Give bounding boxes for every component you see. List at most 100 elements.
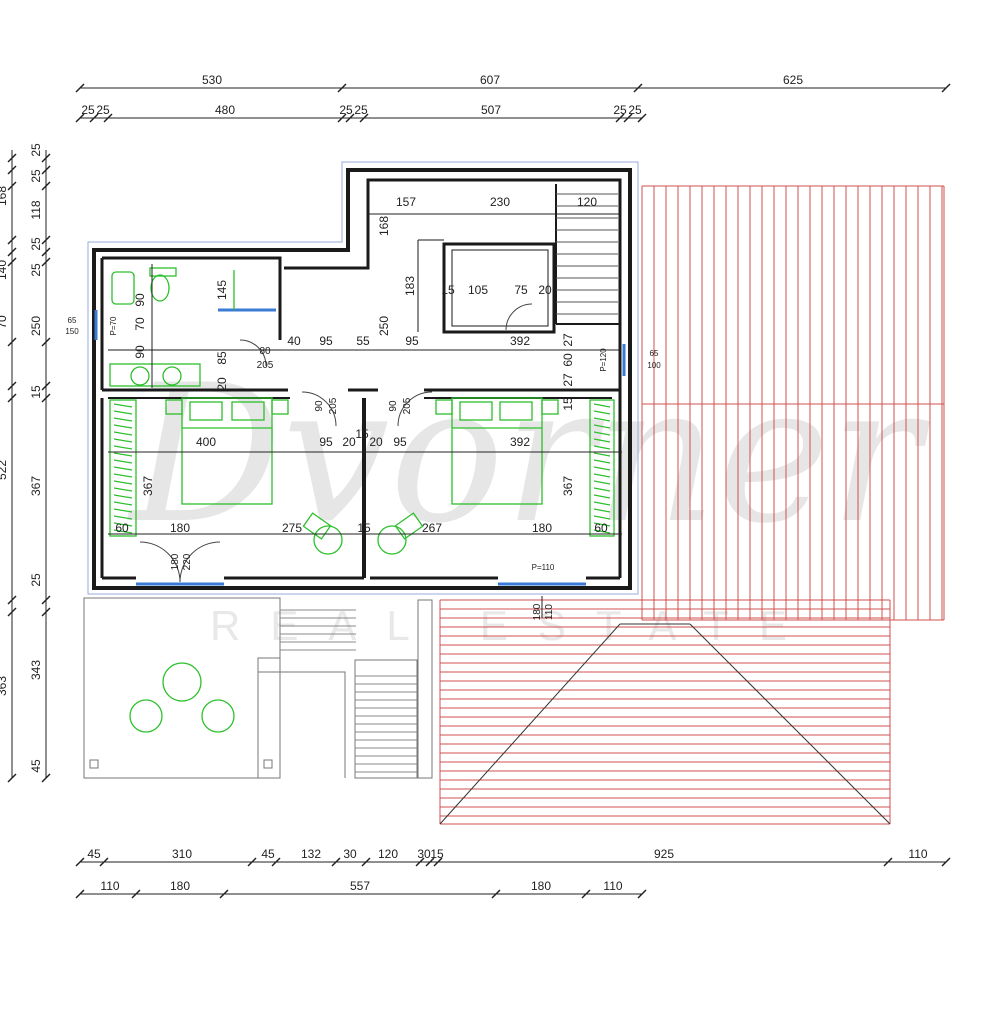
dim-b2-5: 110 bbox=[603, 879, 622, 893]
hanger bbox=[113, 508, 133, 513]
dimension-tick bbox=[359, 113, 369, 123]
dimension-tick bbox=[7, 607, 17, 617]
hanger bbox=[593, 417, 611, 422]
win-l-65: 65 bbox=[68, 316, 77, 325]
hanger bbox=[113, 515, 133, 520]
hanger bbox=[593, 466, 611, 471]
hanger bbox=[593, 473, 611, 478]
dimension-tick bbox=[271, 857, 281, 867]
hanger bbox=[113, 522, 133, 527]
dim-bl-20: 20 bbox=[342, 435, 356, 449]
dim-ti-5: 25 bbox=[354, 103, 368, 117]
dim-b1-9: 925 bbox=[654, 847, 674, 861]
dim-bath-70: 70 bbox=[133, 317, 147, 331]
interior-stairs bbox=[556, 193, 618, 315]
dim-l-8: 70 bbox=[0, 315, 9, 329]
dim-bl-275: 275 bbox=[282, 521, 302, 535]
terrace bbox=[83, 597, 433, 779]
dim-cor-205: 205 bbox=[257, 360, 274, 371]
dim-l-10: 15 bbox=[29, 385, 43, 399]
dim-br-392: 392 bbox=[510, 435, 530, 449]
dim-bl-60: 60 bbox=[115, 521, 129, 535]
dim-door-r-205: 205 bbox=[402, 397, 413, 414]
dim-l-7: 140 bbox=[0, 260, 9, 280]
dim-l-6: 25 bbox=[29, 263, 43, 277]
hanger bbox=[593, 515, 611, 520]
dim-b1-4: 132 bbox=[301, 847, 321, 861]
dim-l-16: 45 bbox=[29, 759, 43, 773]
dim-ti-7: 25 bbox=[613, 103, 627, 117]
dim-cor-95a: 95 bbox=[319, 334, 333, 348]
watermark-script: Dvorner bbox=[127, 344, 931, 565]
dim-ti-1: 25 bbox=[81, 103, 95, 117]
win-b-p110: P=110 bbox=[532, 563, 555, 572]
dimension-tick bbox=[41, 773, 51, 783]
dimension-tick bbox=[41, 381, 51, 391]
hanger bbox=[593, 480, 611, 485]
dim-cor-27a: 27 bbox=[561, 333, 575, 347]
hanger bbox=[113, 445, 133, 450]
dim-b2-4: 180 bbox=[531, 879, 551, 893]
hanger bbox=[113, 529, 133, 534]
dimension-tick bbox=[41, 393, 51, 403]
dim-cor-60: 60 bbox=[561, 353, 575, 367]
dimension-tick bbox=[633, 83, 643, 93]
dim-cor-80: 80 bbox=[259, 346, 271, 357]
dim-top-2: 607 bbox=[480, 73, 500, 87]
dim-br-180: 180 bbox=[532, 521, 552, 535]
dimension-tick bbox=[331, 857, 341, 867]
dimension-tick bbox=[7, 595, 17, 605]
dim-cor-40: 40 bbox=[287, 334, 301, 348]
dim-b1-3: 45 bbox=[261, 847, 275, 861]
dim-br-15: 15 bbox=[355, 427, 369, 441]
hanger bbox=[593, 522, 611, 527]
wardrobe-hangers bbox=[113, 403, 611, 534]
hanger bbox=[113, 410, 133, 415]
roof-hip bbox=[689, 623, 891, 825]
dimension-tick bbox=[41, 247, 51, 257]
dimension-tick bbox=[75, 83, 85, 93]
dimension-tick bbox=[41, 153, 51, 163]
dimension-tick bbox=[75, 857, 85, 867]
dim-top-3: 625 bbox=[783, 73, 803, 87]
hanger bbox=[113, 494, 133, 499]
dimension-ticks bbox=[7, 83, 951, 899]
dim-br-95: 95 bbox=[393, 435, 407, 449]
dim-l-9: 250 bbox=[29, 316, 43, 336]
dim-b2-3: 557 bbox=[350, 879, 370, 893]
hanger bbox=[113, 466, 133, 471]
dim-b1-5: 30 bbox=[343, 847, 357, 861]
dimension-tick bbox=[99, 857, 109, 867]
hanger bbox=[593, 438, 611, 443]
dimension-tick bbox=[75, 113, 85, 123]
dimension-tick bbox=[7, 247, 17, 257]
dim-br-267: 267 bbox=[422, 521, 442, 535]
hanger bbox=[593, 431, 611, 436]
dim-stair-157: 157 bbox=[396, 195, 416, 209]
dimension-tick bbox=[7, 181, 17, 191]
dim-top-1: 530 bbox=[202, 73, 222, 87]
dimension-tick bbox=[337, 83, 347, 93]
dim-ti-2: 25 bbox=[96, 103, 110, 117]
hanger bbox=[113, 459, 133, 464]
win-r-100: 100 bbox=[647, 361, 661, 370]
dimension-tick bbox=[41, 257, 51, 267]
roof-lower bbox=[439, 599, 891, 825]
dim-bath-85: 85 bbox=[215, 351, 229, 365]
dim-bt-220: 220 bbox=[182, 553, 193, 570]
dim-l-13: 25 bbox=[29, 573, 43, 587]
hanger bbox=[113, 487, 133, 492]
dimension-tick bbox=[337, 113, 347, 123]
dim-door-l-90: 90 bbox=[314, 400, 325, 412]
dim-br-60: 60 bbox=[594, 521, 608, 535]
dim-bl-367: 367 bbox=[141, 476, 155, 496]
dim-ti-8: 25 bbox=[628, 103, 642, 117]
dim-cor-392: 392 bbox=[510, 334, 530, 348]
dimension-tick bbox=[415, 857, 425, 867]
dimension-tick bbox=[41, 595, 51, 605]
dimension-tick bbox=[941, 857, 951, 867]
hanger bbox=[593, 445, 611, 450]
dim-l-2: 25 bbox=[29, 169, 43, 183]
hanger bbox=[113, 417, 133, 422]
